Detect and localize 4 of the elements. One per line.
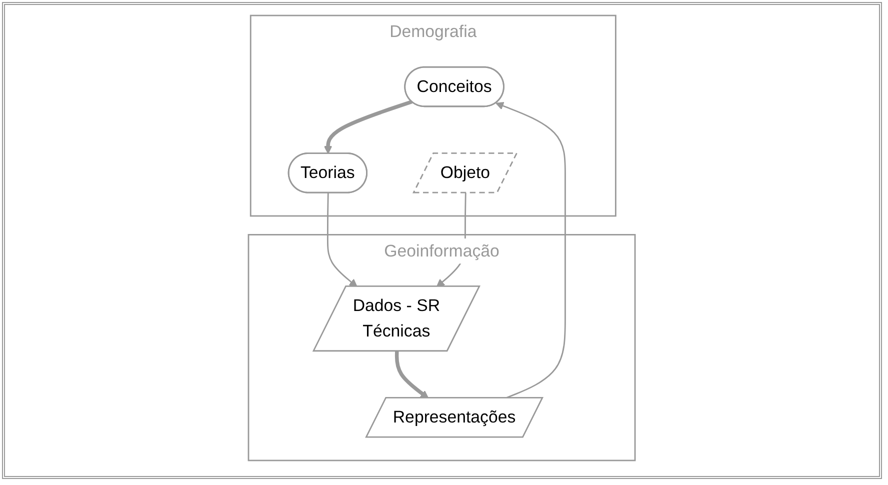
arrow — [324, 100, 413, 154]
arrow — [496, 102, 566, 399]
arrow — [395, 351, 429, 399]
arrow — [327, 193, 358, 288]
